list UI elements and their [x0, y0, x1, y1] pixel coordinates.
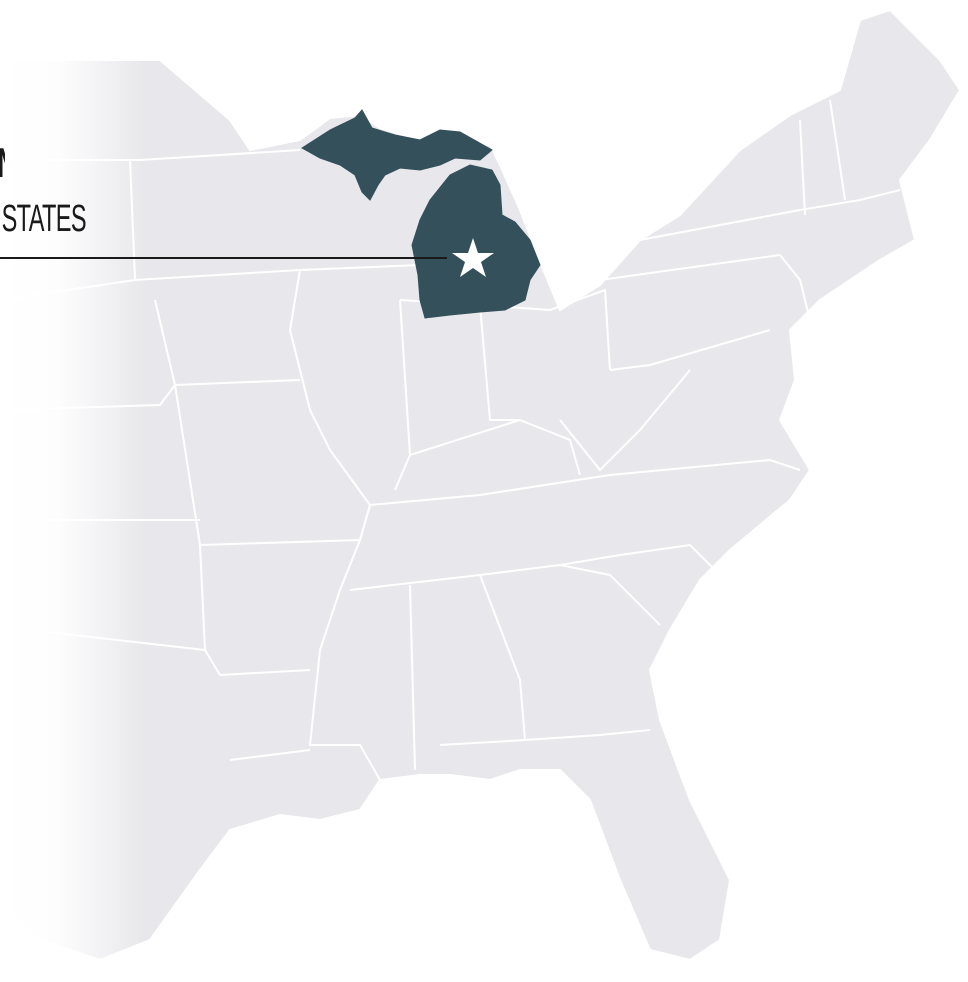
state-label-subtitle: STATES	[1, 198, 87, 240]
state-label-title: AN	[0, 138, 5, 188]
state-label: AN STATES	[0, 0, 200, 260]
star-icon	[452, 238, 494, 277]
